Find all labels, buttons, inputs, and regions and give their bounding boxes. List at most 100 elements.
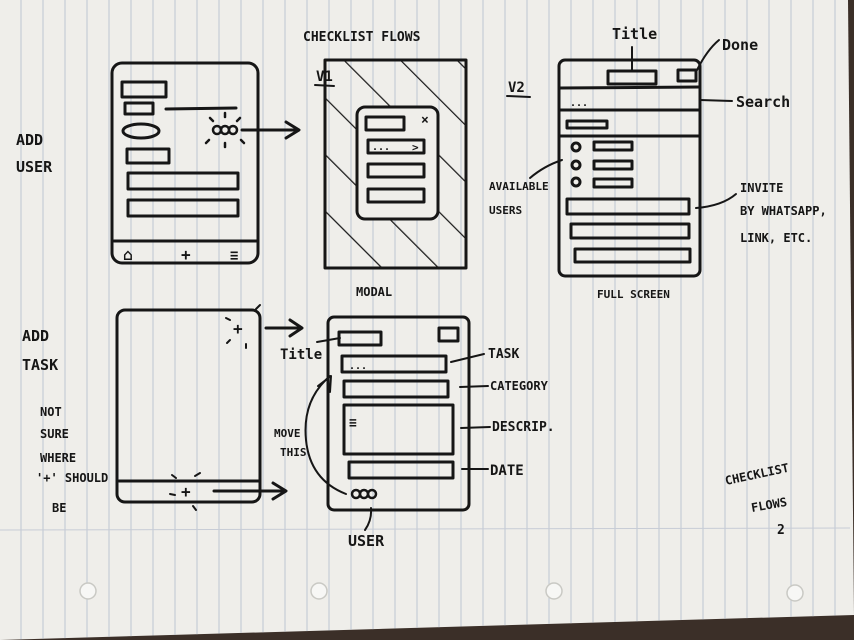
annotation-line: INVITE xyxy=(740,181,783,195)
chevron-right-icon: > xyxy=(412,141,419,154)
category-annotation: CATEGORY xyxy=(490,379,549,393)
available-users-annotation: AVAILABLE USERS xyxy=(489,180,549,217)
done-annotation: Done xyxy=(722,36,758,54)
sketch-modal-v1: × ... > xyxy=(323,58,468,270)
lines-icon: ≡ xyxy=(349,416,357,431)
binder-holes xyxy=(79,582,804,602)
binder-hole xyxy=(310,582,328,600)
user-avatars-icon xyxy=(350,488,378,500)
move-arrow xyxy=(304,375,347,495)
note-line: BE xyxy=(52,501,66,515)
plus-icon: + xyxy=(233,319,243,338)
phone-frame xyxy=(110,61,260,265)
sketch-field xyxy=(126,198,240,218)
sketch-field xyxy=(126,171,240,191)
sketch-box xyxy=(123,101,155,116)
add-task-label-line: ADD xyxy=(22,327,49,345)
plus-icon: + xyxy=(181,245,191,264)
home-icon: ⌂ xyxy=(123,245,133,264)
sketch-field xyxy=(565,197,691,216)
note-line: WHERE xyxy=(40,451,76,465)
sketch-line xyxy=(164,106,238,111)
user-annotation: USER xyxy=(348,532,385,550)
add-user-label-line: ADD xyxy=(16,131,43,149)
leader-line xyxy=(529,159,563,179)
v2-underline xyxy=(506,95,531,98)
sketch-field xyxy=(366,162,426,179)
avatar-group-icon xyxy=(204,111,246,149)
note-line: SURE xyxy=(40,427,69,441)
title-annotation: Title xyxy=(612,25,657,43)
leader-line xyxy=(459,385,489,388)
user-radio-icon xyxy=(570,176,582,188)
search-annotation: Search xyxy=(736,93,790,111)
leader-line xyxy=(696,39,720,71)
sketch-phone-list: ⌂ + ≡ xyxy=(110,61,301,265)
header-divider xyxy=(558,85,702,90)
arrow-head xyxy=(288,318,304,338)
user-radio-icon xyxy=(570,159,582,171)
add-user-label: ADD USER xyxy=(16,131,53,176)
leader-line xyxy=(699,99,733,102)
annotation-line: THIS xyxy=(280,446,307,459)
phone-frame xyxy=(115,308,262,504)
full-screen-caption: FULL SCREEN xyxy=(597,288,670,301)
sketch-field xyxy=(366,187,426,204)
binder-hole xyxy=(79,582,97,600)
move-this-annotation: MOVE THIS xyxy=(274,427,307,459)
task-title-annotation: Title xyxy=(280,347,322,363)
sketch-task-form: ... ≡ xyxy=(304,315,491,531)
add-task-label: ADD TASK xyxy=(22,327,58,374)
annotation-line: LINK, ETC. xyxy=(740,231,812,245)
annotation-line: AVAILABLE xyxy=(489,180,549,193)
sketch-fullscreen-v2: ... xyxy=(529,39,737,278)
leader-line xyxy=(460,426,491,429)
sketch-box xyxy=(592,159,634,171)
modal-caption: MODAL xyxy=(356,285,392,299)
done-box xyxy=(437,326,460,343)
sketch-box xyxy=(364,115,406,132)
task-field xyxy=(340,354,448,374)
sketch-box xyxy=(120,80,168,99)
user-radio-icon xyxy=(570,141,582,153)
description-annotation: DESCRIP. xyxy=(492,420,555,435)
note-line: NOT xyxy=(40,405,62,419)
arrow-head xyxy=(271,481,288,501)
binder-hole xyxy=(786,584,804,602)
menu-icon: ≡ xyxy=(230,248,238,264)
binder-hole xyxy=(545,582,563,600)
description-field xyxy=(342,403,455,456)
date-field xyxy=(347,460,455,480)
not-sure-note: NOT SURE WHERE '+' SHOULD BE xyxy=(36,405,108,515)
leader-line xyxy=(450,353,485,363)
dots-icon: ... xyxy=(570,98,588,109)
annotation-line: USERS xyxy=(489,204,522,217)
modal-search-field xyxy=(366,138,426,155)
sketch-field xyxy=(573,247,692,264)
task-annotation: TASK xyxy=(488,347,519,362)
phone-frame xyxy=(326,315,471,512)
add-task-label-line: TASK xyxy=(22,356,58,374)
note-line: '+' SHOULD xyxy=(36,471,108,485)
v2-label: V2 xyxy=(508,80,525,96)
done-box xyxy=(676,68,698,83)
sketch-box xyxy=(592,177,634,189)
date-annotation: DATE xyxy=(490,463,524,479)
page-title: CHECKLIST FLOWS xyxy=(303,30,421,45)
add-user-label-line: USER xyxy=(16,158,53,176)
leader-line xyxy=(695,193,737,209)
phone-frame xyxy=(557,58,702,278)
bottom-margin-line xyxy=(0,527,851,531)
plus-icon: + xyxy=(181,482,191,501)
highlight-rays-icon xyxy=(225,304,261,349)
note-line: FLOWS xyxy=(750,495,788,515)
leader-line xyxy=(316,337,341,343)
arrow-head xyxy=(317,375,332,393)
dots-icon: ... xyxy=(372,142,390,153)
sketch-box xyxy=(592,140,634,152)
arrow-head xyxy=(284,120,301,140)
category-field xyxy=(342,379,450,399)
sketch-phone-empty: + + xyxy=(115,304,304,511)
invite-annotation: INVITE BY WHATSAPP, LINK, ETC. xyxy=(740,181,827,245)
sketch-box xyxy=(565,119,609,130)
